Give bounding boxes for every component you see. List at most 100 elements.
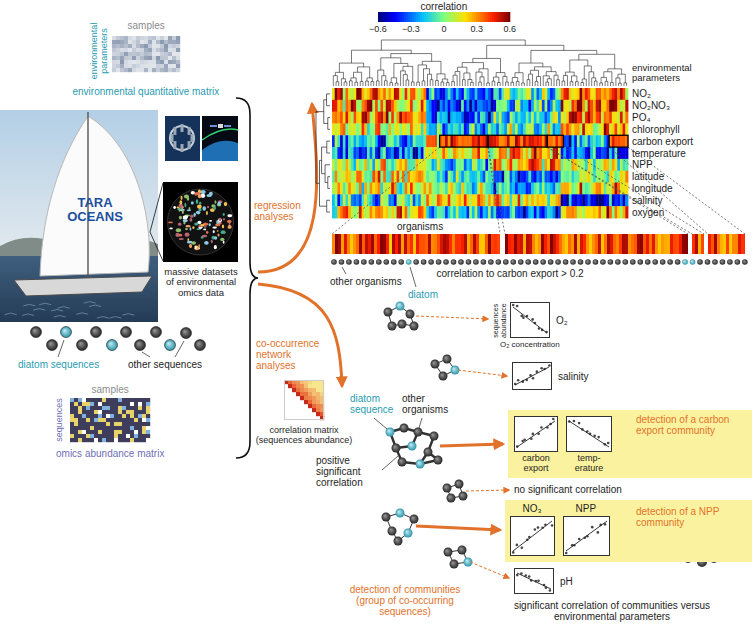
heat-cell xyxy=(534,171,537,183)
matrix-cell xyxy=(70,434,74,438)
heat-cell xyxy=(359,183,362,195)
matrix-cell xyxy=(296,388,300,392)
matrix-cell xyxy=(308,400,312,404)
heat-cell xyxy=(370,135,373,147)
heat-cell xyxy=(558,159,561,171)
heat-cell xyxy=(453,183,456,195)
heat-cell xyxy=(407,112,410,124)
heat-cell xyxy=(469,112,472,124)
strip-cell xyxy=(532,234,535,254)
organism-dot xyxy=(346,259,352,265)
heat-cell xyxy=(448,135,451,147)
matrix-cell xyxy=(146,422,150,426)
heat-cell xyxy=(448,194,451,206)
heat-cell xyxy=(351,194,354,206)
matrix-cell xyxy=(138,398,142,402)
wave xyxy=(76,313,88,315)
heat-cell xyxy=(375,135,378,147)
matrix-cell xyxy=(78,418,82,422)
sequence-dot xyxy=(181,328,192,339)
heat-cell xyxy=(450,88,453,100)
heat-cell xyxy=(580,135,583,147)
heat-cell xyxy=(337,123,340,135)
plankton xyxy=(217,230,219,232)
heat-cell xyxy=(421,147,424,159)
heat-cell xyxy=(383,194,386,206)
heat-cell xyxy=(523,123,526,135)
heat-cell xyxy=(467,88,470,100)
heat-cell xyxy=(512,147,515,159)
matrix-cell xyxy=(308,396,312,400)
matrix-cell xyxy=(160,60,164,64)
strip-cell xyxy=(583,234,586,254)
heat-cell xyxy=(504,183,507,195)
heat-cell xyxy=(571,88,574,100)
matrix-cell xyxy=(144,64,148,68)
heat-cell xyxy=(397,194,400,206)
heat-cell xyxy=(389,159,392,171)
heat-cell xyxy=(383,183,386,195)
strip-cell xyxy=(526,234,529,254)
heat-cell xyxy=(362,112,365,124)
strip-cell xyxy=(401,234,404,254)
organism-node xyxy=(400,424,409,433)
organism-dot xyxy=(652,259,658,265)
heat-cell xyxy=(523,171,526,183)
heat-cell xyxy=(461,183,464,195)
test-arrow xyxy=(416,316,488,319)
heat-cell xyxy=(343,194,346,206)
plankton xyxy=(185,228,188,230)
plankton-graphic xyxy=(163,182,238,262)
heat-cell xyxy=(499,100,502,112)
strip-cell xyxy=(425,234,428,254)
matrix-cell xyxy=(122,434,126,438)
heat-cell xyxy=(499,183,502,195)
heat-cell xyxy=(558,183,561,195)
matrix-cell xyxy=(126,410,130,414)
heat-cell xyxy=(410,100,413,112)
heat-cell xyxy=(577,135,580,147)
heat-cell xyxy=(458,159,461,171)
heat-cell xyxy=(345,171,348,183)
heat-cell xyxy=(335,194,338,206)
heat-cell xyxy=(348,159,351,171)
heat-cell xyxy=(472,123,475,135)
matrix-cell xyxy=(292,384,296,388)
matrix-cell xyxy=(134,402,138,406)
matrix-cell xyxy=(146,434,150,438)
heat-cell xyxy=(423,88,426,100)
heat-cell xyxy=(383,159,386,171)
plankton xyxy=(211,240,213,243)
strip-cell xyxy=(407,234,410,254)
heat-cell xyxy=(534,112,537,124)
matrix-cell xyxy=(138,418,142,422)
plankton xyxy=(198,244,200,247)
matrix-cell xyxy=(146,418,150,422)
strip-cell xyxy=(556,234,559,254)
heat-cell xyxy=(485,159,488,171)
heat-cell xyxy=(617,159,620,171)
heat-cell xyxy=(504,135,507,147)
matrix-cell xyxy=(128,44,132,48)
matrix-cell xyxy=(292,388,296,392)
heat-cell xyxy=(450,123,453,135)
strip-cell xyxy=(574,234,577,254)
strip-cell xyxy=(383,234,386,254)
diatom-node xyxy=(408,442,417,451)
heat-cell xyxy=(550,171,553,183)
heat-cell xyxy=(577,123,580,135)
heat-cell xyxy=(617,88,620,100)
heat-cell xyxy=(402,147,405,159)
heat-cell xyxy=(354,123,357,135)
heat-cell xyxy=(359,171,362,183)
heat-cell xyxy=(389,194,392,206)
heat-cell xyxy=(534,147,537,159)
diatom-node xyxy=(396,509,405,518)
organism-dot xyxy=(496,259,502,265)
heat-cell xyxy=(469,123,472,135)
heat-cell xyxy=(362,88,365,100)
matrix-cell xyxy=(136,40,140,44)
matrix-cell xyxy=(86,410,90,414)
heat-cell xyxy=(464,183,467,195)
matrix-cell xyxy=(110,398,114,402)
